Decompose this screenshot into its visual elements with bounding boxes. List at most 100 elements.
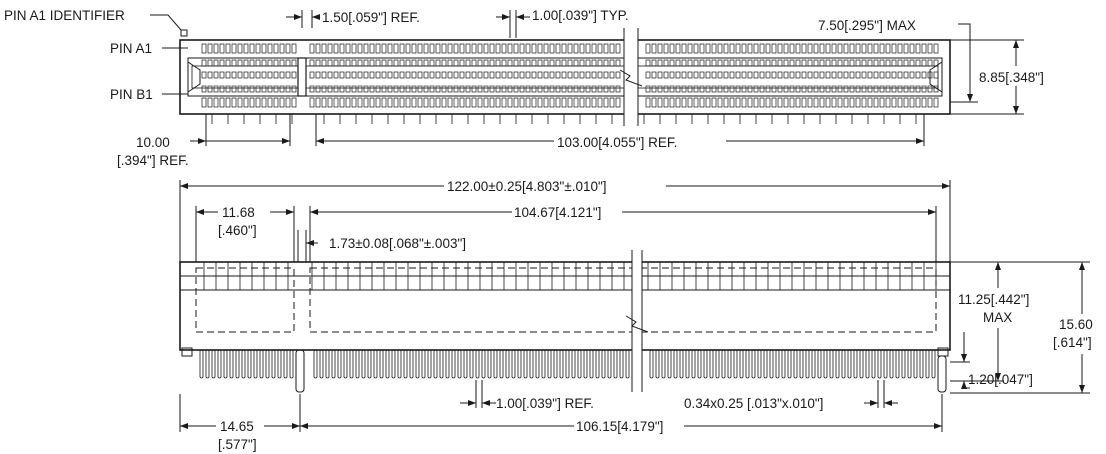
top-contact (273, 85, 279, 93)
top-contact (591, 43, 597, 54)
top-contact (603, 43, 609, 54)
top-contact (747, 71, 753, 79)
top-contact (357, 71, 363, 79)
top-contact (867, 85, 873, 93)
top-contact (483, 97, 489, 108)
max-height-dim (958, 23, 971, 100)
top-contact (327, 43, 333, 54)
top-contact (381, 59, 387, 67)
top-contact (687, 71, 693, 79)
top-contact (489, 97, 495, 108)
top-contact (243, 97, 249, 108)
top-contact (327, 85, 333, 93)
top-contact (831, 85, 837, 93)
top-contact (585, 59, 591, 67)
top-contact (387, 43, 393, 54)
top-contact (231, 71, 237, 79)
tail-pin (709, 349, 714, 379)
top-contact (597, 71, 603, 79)
top-contact (459, 59, 465, 67)
top-contact (705, 85, 711, 93)
top-contact (909, 97, 915, 108)
top-contact (567, 97, 573, 108)
tail-pin (457, 349, 462, 379)
tail-pin (919, 349, 924, 379)
top-contact (291, 59, 297, 67)
tail-pin (499, 349, 504, 379)
tail-pin (859, 349, 864, 379)
top-contact (279, 43, 285, 54)
total-height-label-2: [.614"] (1053, 335, 1092, 350)
tail-pin (199, 349, 204, 379)
top-contact (315, 43, 321, 54)
top-contact (741, 59, 747, 67)
top-contact (759, 85, 765, 93)
tail-pin (697, 349, 702, 379)
top-contact (375, 97, 381, 108)
top-contact (549, 71, 555, 79)
tail-pin (313, 349, 318, 379)
top-contact (447, 97, 453, 108)
total-height-arrow-bottom (1079, 385, 1085, 393)
top-contact (819, 97, 825, 108)
top-contact (573, 43, 579, 54)
top-contact (567, 43, 573, 54)
depth-arrow-bottom (1013, 106, 1019, 114)
top-contact (333, 97, 339, 108)
top-contact (861, 59, 867, 67)
tail-pin (895, 349, 900, 379)
top-contact (783, 85, 789, 93)
top-contact (675, 59, 681, 67)
top-contact (351, 43, 357, 54)
tail-pin (781, 349, 786, 379)
top-contact (933, 71, 939, 79)
top-contact (675, 97, 681, 108)
top-contact (753, 85, 759, 93)
top-contact (645, 85, 651, 93)
top-contact (267, 59, 273, 67)
post-offset-label-1: 14.65 (220, 419, 254, 434)
top-contact (579, 59, 585, 67)
top-contact (933, 97, 939, 108)
top-contact (567, 85, 573, 93)
top-contact (507, 85, 513, 93)
top-contact-rows (201, 43, 939, 108)
top-contact (657, 59, 663, 67)
tail-pin (373, 349, 378, 379)
tail-pin (397, 349, 402, 379)
top-contact (717, 71, 723, 79)
top-contact (255, 71, 261, 79)
top-contact (615, 85, 621, 93)
top-contact (801, 59, 807, 67)
top-contact (477, 43, 483, 54)
top-contact (387, 85, 393, 93)
top-contact (921, 71, 927, 79)
tail-pin (433, 349, 438, 379)
top-contact (711, 97, 717, 108)
short-seg-arrow-right (286, 209, 294, 215)
top-contact (309, 43, 315, 54)
overall-label-bg (444, 176, 666, 194)
top-contact (699, 85, 705, 93)
top-contact (315, 71, 321, 79)
post-span-arrow-left (300, 423, 308, 429)
body-height-arrow-bottom (995, 373, 1001, 381)
top-contact (711, 85, 717, 93)
tail-pin (505, 349, 510, 379)
short-seg-label-2: [.460"] (218, 223, 257, 238)
top-contact (771, 59, 777, 67)
tail-pin (469, 349, 474, 379)
top-contact (801, 97, 807, 108)
top-contact (585, 97, 591, 108)
top-contact (849, 71, 855, 79)
top-contact (201, 71, 207, 79)
top-contact (615, 59, 621, 67)
top-contact (267, 85, 273, 93)
top-contact (465, 59, 471, 67)
top-contact (711, 43, 717, 54)
top-contact (813, 59, 819, 67)
top-contact (825, 97, 831, 108)
top-contact (903, 71, 909, 79)
top-contact (243, 43, 249, 54)
tail-pin (319, 349, 324, 379)
